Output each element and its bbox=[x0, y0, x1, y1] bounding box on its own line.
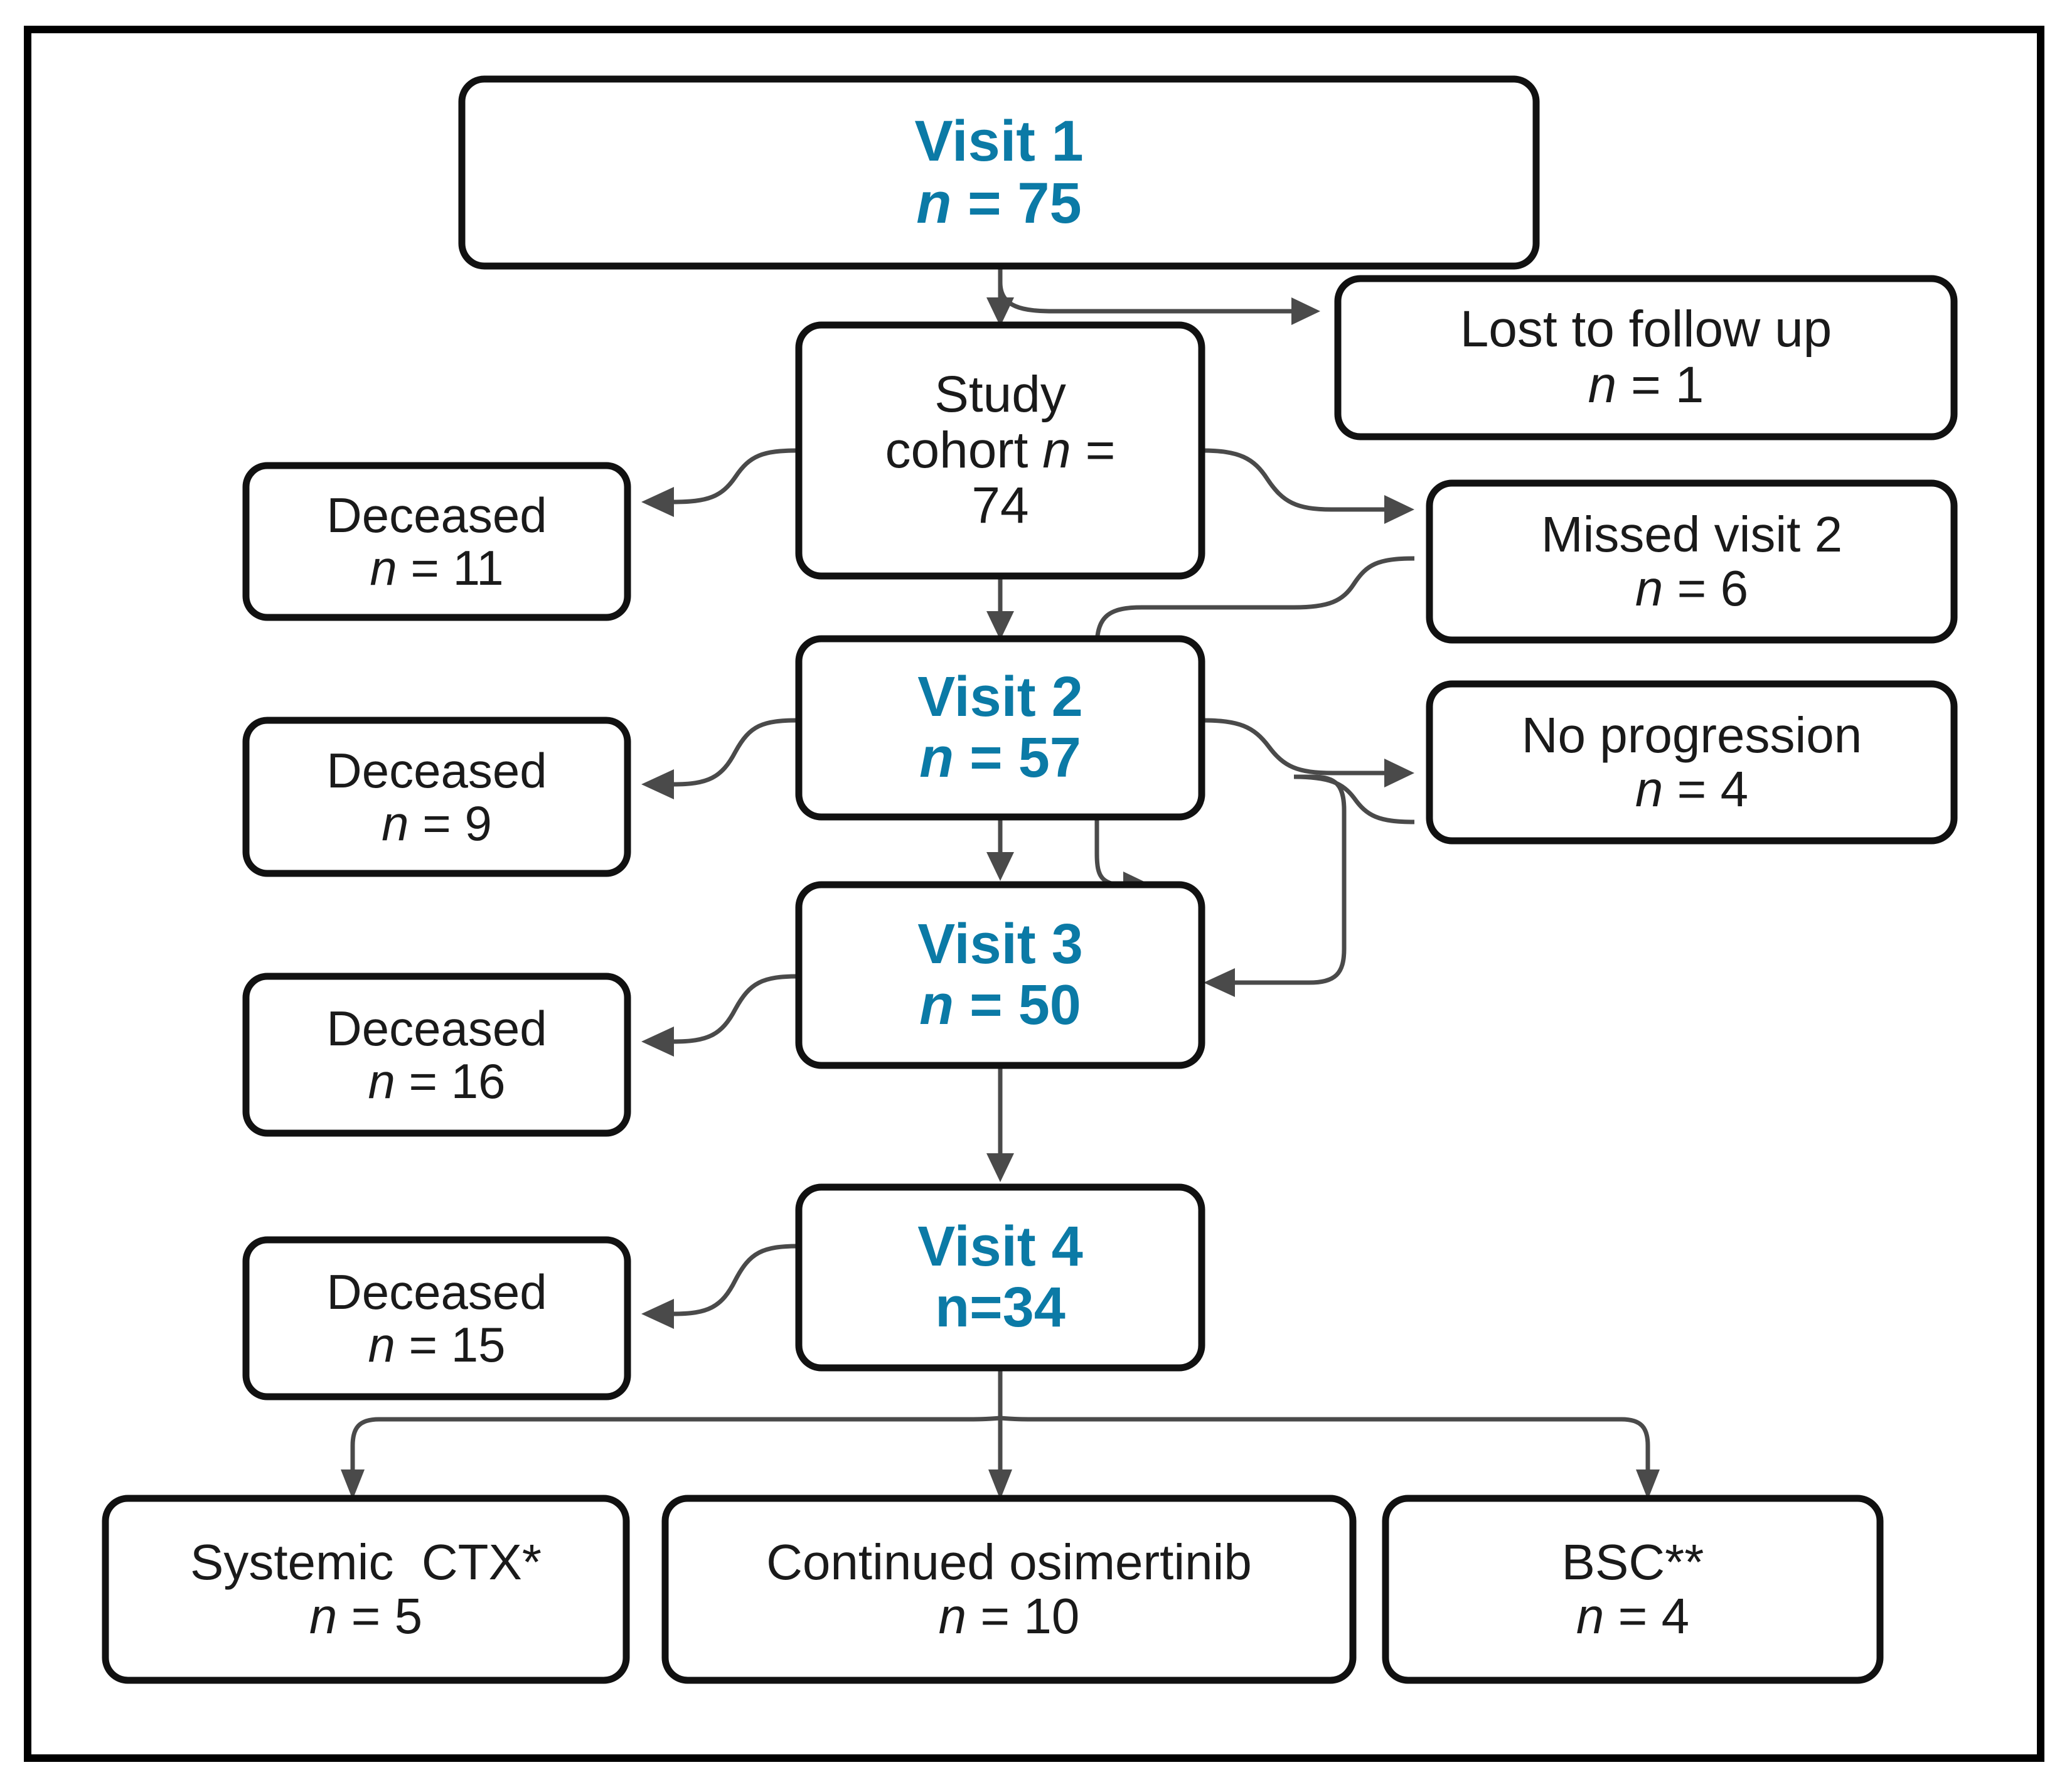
edge-visit2-to-visit3 bbox=[986, 817, 1014, 881]
edge-to-lost-followup bbox=[998, 282, 1320, 325]
cohort-line3: 74 bbox=[971, 477, 1029, 535]
edge-visit3-to-visit4 bbox=[986, 1065, 1014, 1182]
node-cohort-label: Study cohort n = 74 bbox=[799, 325, 1202, 576]
node-missed2-label: Missed visit 2 n = 6 bbox=[1429, 483, 1954, 640]
edge-visit4-to-deceased15 bbox=[641, 1244, 799, 1329]
deceased4-line1: Deceased bbox=[326, 1264, 547, 1320]
node-deceased2-label: Deceased n = 9 bbox=[246, 720, 628, 873]
edge-visit4-fan-out bbox=[341, 1367, 1660, 1500]
node-osimertinib-box[interactable] bbox=[661, 1495, 1357, 1684]
node-noprog-box[interactable] bbox=[1426, 680, 1958, 845]
bsc-line2: n = 4 bbox=[1576, 1588, 1690, 1644]
visit1-line2: n = 75 bbox=[916, 171, 1082, 235]
node-noprog-label: No progression n = 4 bbox=[1429, 684, 1954, 841]
node-cohort-box[interactable] bbox=[795, 321, 1205, 580]
edge-cohort-to-visit2 bbox=[986, 576, 1014, 640]
noprog-line1: No progression bbox=[1521, 707, 1862, 763]
deceased1-line2: n = 11 bbox=[370, 540, 504, 595]
visit2-line1: Visit 2 bbox=[917, 665, 1083, 728]
edge-visit2-to-no-progression bbox=[1201, 718, 1414, 787]
node-visit2-box[interactable] bbox=[795, 635, 1205, 821]
edge-cohort-to-missed-visit2 bbox=[1201, 448, 1414, 524]
node-deceased1-box[interactable] bbox=[242, 462, 631, 621]
visit4-line2: n=34 bbox=[935, 1276, 1066, 1339]
visit3-line2: n = 50 bbox=[919, 974, 1081, 1037]
noprog-line2: n = 4 bbox=[1635, 761, 1749, 817]
lost-line1: Lost to follow up bbox=[1460, 301, 1832, 358]
visit4-line1: Visit 4 bbox=[917, 1215, 1083, 1278]
node-ctx-box[interactable] bbox=[102, 1495, 630, 1684]
node-deceased2-box[interactable] bbox=[242, 717, 631, 877]
deceased2-line1: Deceased bbox=[326, 742, 547, 798]
deceased2-line2: n = 9 bbox=[382, 796, 492, 851]
deceased4-line2: n = 15 bbox=[368, 1317, 506, 1372]
node-visit4-box[interactable] bbox=[795, 1183, 1205, 1372]
edge-visit3-to-deceased16 bbox=[641, 974, 799, 1057]
osimertinib-line2: n = 10 bbox=[938, 1588, 1080, 1644]
node-deceased3-label: Deceased n = 16 bbox=[246, 976, 628, 1133]
missed2-line1: Missed visit 2 bbox=[1541, 506, 1843, 562]
node-visit4-label: Visit 4 n=34 bbox=[799, 1187, 1202, 1368]
edge-cohort-to-deceased11 bbox=[641, 448, 799, 517]
node-deceased3-box[interactable] bbox=[242, 973, 631, 1137]
node-visit1-box[interactable] bbox=[458, 75, 1540, 270]
bsc-line1: BSC** bbox=[1561, 1533, 1704, 1590]
cohort-line2: cohort n = bbox=[885, 421, 1116, 479]
visit3-line1: Visit 3 bbox=[917, 912, 1083, 976]
edge-no-progression-to-visit3 bbox=[1204, 774, 1415, 997]
node-visit3-label: Visit 3 n = 50 bbox=[799, 885, 1202, 1065]
node-osimertinib-label: Continued osimertinib n = 10 bbox=[665, 1498, 1353, 1680]
cohort-line1: Study bbox=[934, 366, 1066, 424]
node-visit2-label: Visit 2 n = 57 bbox=[799, 639, 1202, 817]
ctx-line2: n = 5 bbox=[309, 1588, 423, 1644]
edge-visit2-to-deceased9 bbox=[641, 718, 799, 799]
node-bsc-box[interactable] bbox=[1382, 1495, 1884, 1684]
visit2-line2: n = 57 bbox=[919, 727, 1081, 789]
node-lost-box[interactable] bbox=[1334, 275, 1958, 440]
ctx-line1: Systemic CTX* bbox=[190, 1533, 542, 1590]
node-bsc-label: BSC** n = 4 bbox=[1386, 1498, 1880, 1680]
visit1-line1: Visit 1 bbox=[914, 109, 1084, 173]
osimertinib-line1: Continued osimertinib bbox=[766, 1533, 1252, 1590]
deceased3-line2: n = 16 bbox=[368, 1053, 506, 1109]
node-deceased1-label: Deceased n = 11 bbox=[246, 466, 628, 617]
deceased1-line1: Deceased bbox=[326, 487, 547, 543]
node-missed2-box[interactable] bbox=[1426, 479, 1958, 644]
node-deceased4-box[interactable] bbox=[242, 1236, 631, 1400]
node-lost-label: Lost to follow up n = 1 bbox=[1338, 279, 1954, 437]
lost-line2: n = 1 bbox=[1588, 356, 1704, 413]
node-visit1-label: Visit 1 n = 75 bbox=[462, 79, 1536, 266]
node-visit3-box[interactable] bbox=[795, 881, 1205, 1069]
node-deceased4-label: Deceased n = 15 bbox=[246, 1240, 628, 1397]
missed2-line2: n = 6 bbox=[1635, 560, 1749, 616]
node-ctx-label: Systemic CTX* n = 5 bbox=[105, 1498, 626, 1680]
deceased3-line1: Deceased bbox=[326, 1000, 547, 1056]
